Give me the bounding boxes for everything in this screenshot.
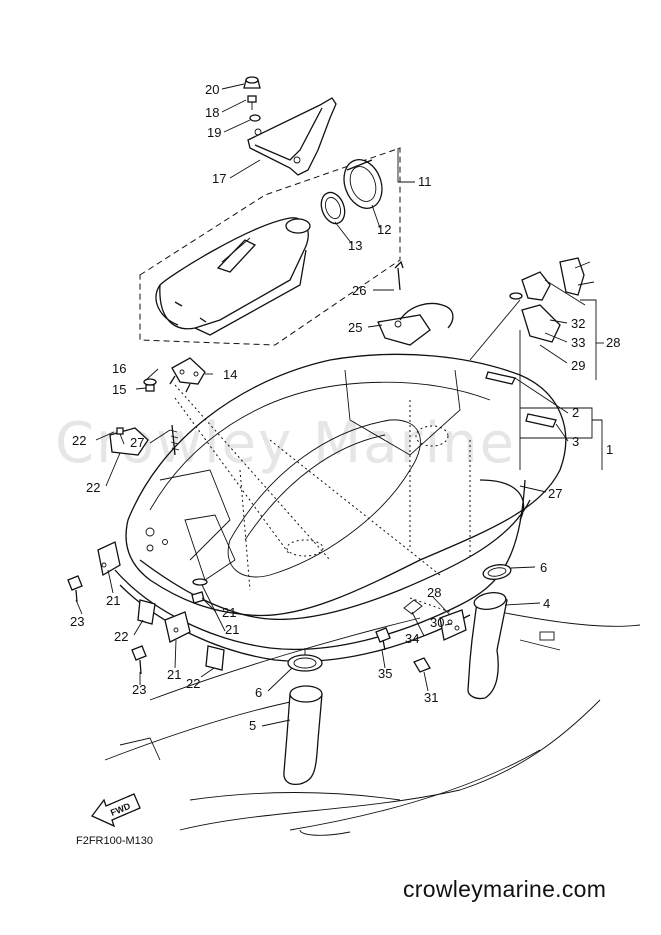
part-label-13: 17 <box>212 171 226 186</box>
part-label-2: 2 <box>572 405 579 420</box>
leader-lines <box>75 83 569 727</box>
part-label-9: 13 <box>348 238 362 253</box>
part-label-6-right: 6 <box>540 560 547 575</box>
part-label-33: 34 <box>405 631 419 646</box>
part-label-8: 12 <box>377 222 391 237</box>
part-label-6-left: 6 <box>255 685 262 700</box>
part-label-23-b: 23 <box>132 682 146 697</box>
part-label-21-a: 21 <box>106 593 120 608</box>
hull-body <box>114 353 567 662</box>
part-label-29: 29 <box>571 358 585 373</box>
part-label-15: 19 <box>207 125 221 140</box>
parts-21-22-23 <box>67 541 225 675</box>
part-label-4: 4 <box>543 596 550 611</box>
parts-17-18 <box>191 578 208 604</box>
part-label-27: 27 <box>548 486 562 501</box>
part-label-31: 32 <box>571 316 585 331</box>
part-label-35: 35 <box>378 666 392 681</box>
part-label-30: 30 <box>430 615 444 630</box>
part-label-11: 15 <box>112 382 126 397</box>
bracket-13 <box>247 97 337 176</box>
part-label-34: 31 <box>424 690 438 705</box>
part-label-21-b: 21 <box>167 667 181 682</box>
fwd-arrow-icon: FWD <box>90 793 141 828</box>
part-label-5: 5 <box>249 718 256 733</box>
fastener-stack <box>243 76 261 122</box>
part-label-32: 33 <box>571 335 585 350</box>
parts-30-35 <box>375 597 467 673</box>
part-label-19: 22 <box>86 480 100 495</box>
part-label-17: 21 <box>225 622 239 637</box>
part-label-22-a: 22 <box>114 629 128 644</box>
part-label-7: 11 <box>418 174 432 189</box>
part-label-25: 26 <box>352 283 366 298</box>
seat-assembly <box>139 147 401 346</box>
part-label-28-low: 28 <box>427 585 441 600</box>
part-label-18: 21 <box>222 605 236 620</box>
part-label-3: 3 <box>572 434 579 449</box>
part-label-26: 27 <box>130 435 144 450</box>
part-label-14: 18 <box>205 105 219 120</box>
part-label-22-b: 22 <box>186 676 200 691</box>
part-label-28-top: 28 <box>606 335 620 350</box>
site-footer: crowleymarine.com <box>403 876 607 902</box>
part-number-labels: 20 18 19 17 11 12 13 26 25 16 14 15 22 2… <box>70 82 620 733</box>
part-label-24: 25 <box>348 320 362 335</box>
part-label-23-a: 23 <box>70 614 84 629</box>
parts-28-32 <box>469 257 595 470</box>
parts-19-20-26 <box>109 424 180 456</box>
bracket-10 <box>143 357 206 393</box>
deck-floor-lines <box>104 609 641 836</box>
rings-7-8-9 <box>320 159 383 225</box>
part-label-10: 14 <box>223 367 237 382</box>
part-label-1: 1 <box>606 442 613 457</box>
callout-brackets <box>397 148 604 470</box>
part-label-16: 20 <box>205 82 219 97</box>
part-label-20: 22 <box>72 433 86 448</box>
hoses-and-clamps <box>283 564 512 786</box>
tabs-2-3 <box>485 371 557 428</box>
hook-24-25 <box>377 260 454 346</box>
part-label-12: 16 <box>112 361 126 376</box>
drawing-code: F2FR100-M130 <box>76 835 154 847</box>
